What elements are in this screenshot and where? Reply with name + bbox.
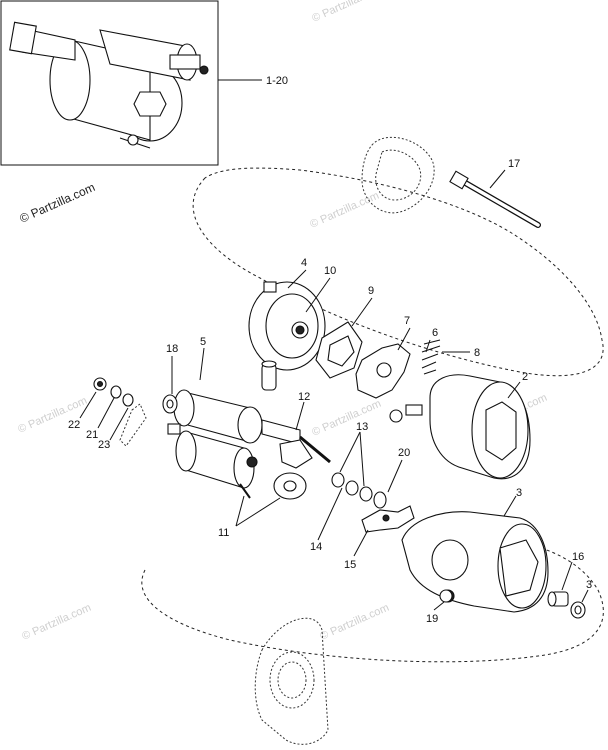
callout-12: 12 xyxy=(298,391,310,403)
callout-leader-12 xyxy=(295,401,305,431)
armature xyxy=(173,389,331,469)
watermark: © Partzilla.com xyxy=(310,0,383,25)
callout-leader-11a xyxy=(235,495,245,527)
callout-leader-23 xyxy=(109,407,129,441)
stop-collar xyxy=(331,472,387,509)
callout-17: 17 xyxy=(508,158,520,170)
callout-10: 10 xyxy=(324,265,336,277)
callout-leader-17 xyxy=(489,169,506,189)
starter-assembly-illustration xyxy=(9,21,209,149)
watermark: © Partzilla.com xyxy=(318,602,391,643)
callout-4: 4 xyxy=(301,257,307,269)
assembly-inset xyxy=(0,0,219,166)
callout-leader-10 xyxy=(305,277,331,313)
callout-2: 2 xyxy=(522,371,528,383)
callout-11: 11 xyxy=(218,527,229,539)
callout-leader-13a xyxy=(339,431,361,473)
brush-spring xyxy=(421,339,441,375)
callout-assembly: 1-20 xyxy=(266,75,288,87)
callout-leader-9 xyxy=(351,297,373,327)
callout-3b: 3 xyxy=(586,579,592,591)
callout-8: 8 xyxy=(474,347,480,359)
gasket-lower xyxy=(254,617,329,745)
nut-19 xyxy=(439,589,453,603)
plunger-cap xyxy=(273,472,307,500)
watermark-main: © Partzilla.com xyxy=(18,180,98,226)
callout-7: 7 xyxy=(404,315,410,327)
brush-plate-gasket xyxy=(315,321,363,379)
callout-leader-4 xyxy=(287,269,307,289)
callout-5: 5 xyxy=(200,336,206,348)
callout-leader-3a xyxy=(503,495,517,517)
drive-bushing xyxy=(547,591,569,607)
callout-leader-2 xyxy=(507,381,521,399)
terminal-23 xyxy=(119,403,147,447)
callout-14: 14 xyxy=(310,541,322,553)
callout-leader-22 xyxy=(79,391,97,419)
callout-leader-5 xyxy=(199,347,205,381)
end-ring xyxy=(570,601,586,619)
watermark: © Partzilla.com xyxy=(310,398,383,439)
watermark: © Partzilla.com xyxy=(20,602,93,643)
washer xyxy=(389,409,403,423)
callout-leader-16 xyxy=(561,561,573,591)
drive-end-housing xyxy=(401,511,549,613)
callout-19: 19 xyxy=(426,613,438,625)
callout-leader-13b xyxy=(359,431,365,487)
washer-21 xyxy=(110,385,134,407)
callout-13: 13 xyxy=(356,421,368,433)
bushing xyxy=(261,360,277,391)
thrust-washer xyxy=(162,394,178,414)
callout-15: 15 xyxy=(344,559,356,571)
o-ring-lower-outline xyxy=(141,534,604,663)
callout-leader-3b xyxy=(581,589,589,603)
gasket-upper xyxy=(361,136,435,214)
nut-22 xyxy=(93,377,107,391)
callout-22: 22 xyxy=(68,419,80,431)
callout-20: 20 xyxy=(398,447,410,459)
callout-leader-11b xyxy=(235,497,281,527)
callout-leader-6 xyxy=(425,339,431,353)
through-bolt xyxy=(449,170,541,228)
callout-leader-15 xyxy=(353,529,369,557)
callout-leader-14 xyxy=(317,487,343,541)
callout-9: 9 xyxy=(368,285,374,297)
callout-16: 16 xyxy=(572,551,584,563)
watermark: © Partzilla.com xyxy=(308,190,381,231)
callout-leader-20 xyxy=(387,459,403,493)
commutator-end-cover xyxy=(248,281,326,371)
callout-leader-7 xyxy=(397,327,411,351)
callout-leader-21 xyxy=(97,397,115,429)
o-ring-upper-outline xyxy=(192,167,604,377)
callout-18: 18 xyxy=(166,343,178,355)
drive-lever xyxy=(361,505,415,533)
callout-6: 6 xyxy=(432,327,438,339)
brush-holder xyxy=(355,343,411,399)
callout-21: 21 xyxy=(86,429,98,441)
solenoid xyxy=(167,423,258,499)
motor-housing xyxy=(405,374,531,480)
callout-3a: 3 xyxy=(516,487,522,499)
callout-leader-19 xyxy=(433,601,445,611)
callout-23: 23 xyxy=(98,439,110,451)
